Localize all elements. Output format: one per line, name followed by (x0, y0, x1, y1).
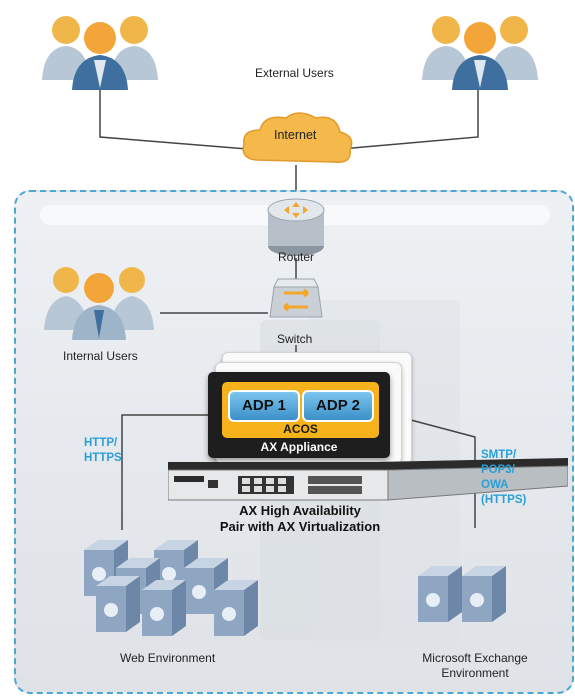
internal-users-label: Internal Users (63, 349, 138, 363)
external-users-left-icon (42, 16, 158, 90)
switch-icon (269, 278, 323, 318)
internal-users-icon (44, 267, 154, 340)
internet-label: Internet (274, 128, 317, 142)
external-users-label: External Users (255, 66, 334, 80)
ha-caption-line1: AX High Availability (239, 503, 361, 518)
router-label: Router (278, 250, 315, 264)
exchange-server-icon (418, 566, 506, 622)
appliance-chassis-icon (168, 458, 568, 501)
adp2-partition: ADP 2 (302, 390, 374, 422)
acos-label: ACOS (283, 422, 318, 436)
web-server-cluster-icon (84, 540, 258, 636)
switch-label: Switch (277, 332, 313, 346)
external-users-right-icon (422, 16, 538, 90)
ha-caption-line2: Pair with AX Virtualization (219, 519, 381, 534)
internet-cloud-icon (242, 112, 353, 163)
router-icon (267, 198, 325, 256)
smtp-pop3-owa-label: SMTP/ POP3/ OWA (HTTPS) (481, 449, 527, 506)
ax-appliance-label: AX Appliance (260, 440, 338, 454)
exchange-environment-label: Microsoft Exchange Environment (422, 651, 528, 680)
web-environment-label: Web Environment (120, 651, 216, 665)
ha-pair-caption: AX High Availability Pair with AX Virtua… (185, 503, 415, 535)
http-https-label: HTTP/ HTTPS (84, 437, 122, 464)
adp1-partition: ADP 1 (228, 390, 300, 422)
